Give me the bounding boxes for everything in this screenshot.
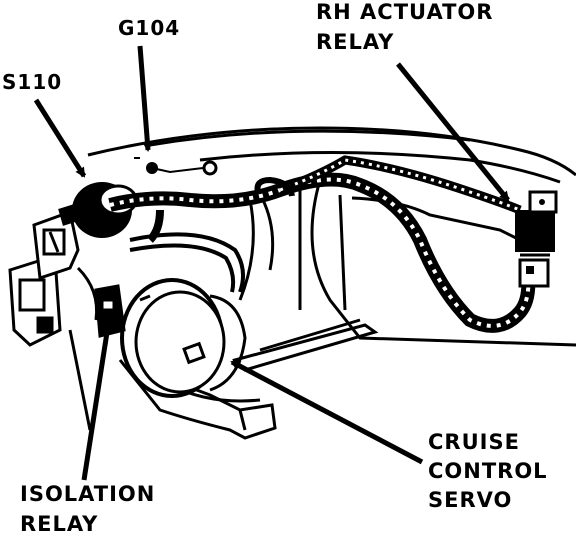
leader-arrows [33,45,510,481]
cruise-control-servo [120,278,247,398]
label-isolation-relay-line2: RELAY [20,512,99,536]
label-s110: S110 [2,72,62,92]
arrow-rh-actuator-relay [396,62,510,202]
isolation-relay [8,198,126,431]
label-rh-actuator-relay-line2: RELAY [316,30,395,54]
label-rh-actuator-relay-line1: RH ACTUATOR [316,0,494,24]
label-cruise-control-servo-line1: CRUISE [428,430,520,454]
label-cruise-control-servo-line3: SERVO [428,488,513,512]
label-rh-actuator-relay: RH ACTUATOR RELAY [316,2,493,53]
label-cruise-control-servo-line2: CONTROL [428,459,548,483]
label-s110-text: S110 [2,70,63,94]
vacuum-hose [129,232,246,293]
ground-g104 [134,157,218,176]
label-isolation-relay: ISOLATION RELAY [20,484,155,535]
label-g104-text: G104 [118,16,181,40]
rh-actuator-relay [515,190,558,288]
arrow-s110 [33,98,87,178]
arrow-isolation-relay [81,324,112,481]
arrow-g104 [137,45,153,152]
arrow-cruise-control-servo [230,359,424,465]
label-isolation-relay-line1: ISOLATION [20,482,156,506]
label-g104: G104 [118,18,180,38]
label-cruise-control-servo: CRUISE CONTROL SERVO [428,432,548,511]
wiring-harness [108,155,536,333]
